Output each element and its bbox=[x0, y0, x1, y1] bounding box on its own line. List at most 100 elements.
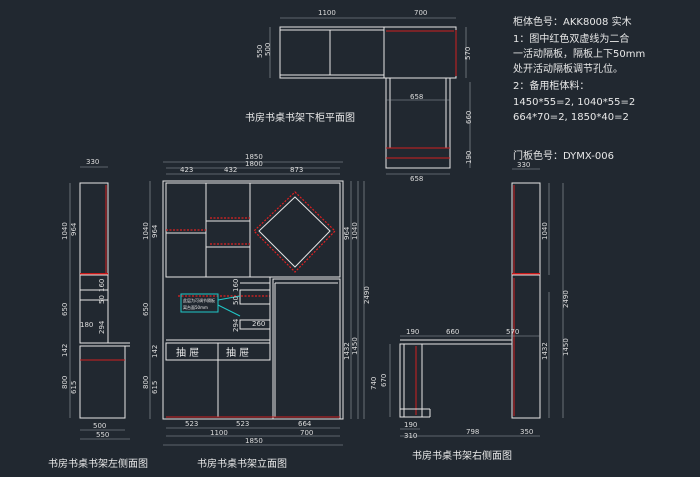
dim-label: 1432 bbox=[343, 342, 351, 360]
dim-label: 1850 bbox=[245, 437, 263, 445]
note-line: 664*70=2, 1850*40=2 bbox=[513, 112, 629, 123]
dim-label: 1850 bbox=[245, 153, 263, 161]
dim-label: 330 bbox=[86, 158, 99, 166]
right-side-view bbox=[389, 168, 564, 437]
dim-label: 964 bbox=[151, 224, 159, 238]
left-lower-body bbox=[79, 345, 126, 419]
front-view-title: 书房书桌书架立面图 bbox=[197, 457, 287, 470]
plan-right-cabinet bbox=[383, 26, 457, 79]
dim-label: 2490 bbox=[363, 286, 371, 304]
dim-label: 180 bbox=[80, 321, 93, 329]
note-line: 一活动隔板，隔板上下50mm bbox=[513, 47, 645, 60]
diamond-decor bbox=[258, 196, 331, 268]
plan-lower-cabinet bbox=[385, 77, 451, 169]
dim-label: 1040 bbox=[541, 222, 549, 240]
dim-label: 570 bbox=[506, 328, 519, 336]
dim-label: 658 bbox=[410, 175, 423, 183]
dim-label: 964 bbox=[70, 222, 78, 236]
tall-cabinet bbox=[272, 278, 341, 420]
notes-block: 柜体色号：AKK8008 实木 1：图中红色双虚线为二合 一活动隔板，隔板上下5… bbox=[513, 15, 645, 162]
dim-label: 660 bbox=[446, 328, 459, 336]
dim-label: 1100 bbox=[318, 9, 336, 17]
dim-label: 964 bbox=[343, 226, 351, 240]
dim-label: 500 bbox=[93, 422, 106, 430]
dim-label: 615 bbox=[151, 381, 159, 394]
front-outline bbox=[162, 180, 344, 420]
plan-title: 书房书桌书架下柜平面图 bbox=[245, 111, 355, 124]
dim-label: 550 bbox=[256, 45, 264, 58]
dim-label: 658 bbox=[410, 93, 423, 101]
dim-label: 800 bbox=[61, 376, 69, 389]
callout-text: 此层为可调节隔板 bbox=[183, 297, 215, 303]
dim-label: 1040 bbox=[142, 222, 150, 240]
dim-label: 142 bbox=[61, 344, 69, 357]
dim-label: 700 bbox=[414, 9, 427, 17]
diamond-decor bbox=[253, 191, 336, 273]
note-line: 2：备用柜体料： bbox=[513, 79, 589, 92]
small-drawer bbox=[239, 319, 271, 330]
dim-label: 800 bbox=[142, 376, 150, 389]
dim-label: 523 bbox=[185, 420, 198, 428]
dim-label: 190 bbox=[465, 151, 473, 164]
dim-label: 50 bbox=[232, 296, 240, 305]
dim-label: 1040 bbox=[61, 222, 69, 240]
plan-view bbox=[269, 17, 471, 175]
dim-label: 330 bbox=[517, 161, 530, 169]
desk-leg bbox=[399, 343, 423, 418]
dim-label: 1450 bbox=[562, 338, 570, 356]
left-view-title: 书房书桌书架左侧面图 bbox=[48, 457, 148, 470]
dim-label: 310 bbox=[404, 432, 417, 440]
dim-label: 615 bbox=[70, 381, 78, 394]
dim-label: 1100 bbox=[210, 429, 228, 437]
small-drawer bbox=[239, 289, 271, 305]
dim-label: 294 bbox=[98, 320, 106, 334]
dim-label: 1040 bbox=[351, 222, 359, 240]
note-line: 1：图中红色双虚线为二合 bbox=[513, 32, 629, 45]
right-red-strip bbox=[512, 273, 540, 275]
callout-leader bbox=[217, 295, 241, 301]
callout-text: 离台面50mm bbox=[183, 304, 208, 310]
dim-label: 50 bbox=[98, 295, 106, 304]
callout-box bbox=[180, 293, 219, 313]
dim-label: 740 bbox=[370, 377, 378, 390]
dim-label: 873 bbox=[290, 166, 303, 174]
drawer-label: 抽 屉 bbox=[176, 346, 199, 359]
dim-label: 570 bbox=[464, 47, 472, 60]
dim-label: 664 bbox=[298, 420, 312, 428]
plan-upper-cabinet bbox=[279, 26, 385, 79]
dim-label: 432 bbox=[224, 166, 237, 174]
dim-label: 142 bbox=[151, 345, 159, 358]
dim-label: 1450 bbox=[351, 337, 359, 355]
dim-label: 190 bbox=[406, 328, 419, 336]
left-red-strip bbox=[80, 273, 108, 275]
dim-label: 2490 bbox=[562, 290, 570, 308]
left-upper-body bbox=[79, 182, 109, 276]
front-elevation bbox=[149, 161, 365, 446]
dim-label: 160 bbox=[232, 279, 240, 292]
dim-label: 190 bbox=[404, 421, 417, 429]
door-color-note: 门板色号：DYMX-006 bbox=[513, 149, 614, 162]
dim-label: 1432 bbox=[541, 342, 549, 360]
note-line: 处开活动隔板调节孔位。 bbox=[513, 62, 623, 75]
dim-label: 650 bbox=[142, 303, 150, 316]
dim-label: 294 bbox=[232, 318, 240, 332]
dim-label: 260 bbox=[252, 320, 265, 328]
drawer-label: 抽 屉 bbox=[226, 346, 249, 359]
dim-label: 523 bbox=[236, 420, 249, 428]
note-line: 1450*55=2, 1040*55=2 bbox=[513, 97, 635, 108]
dim-label: 798 bbox=[466, 428, 479, 436]
right-lower-body bbox=[511, 274, 541, 419]
right-upper-body bbox=[511, 182, 541, 276]
dim-label: 423 bbox=[180, 166, 193, 174]
dim-label: 700 bbox=[300, 429, 313, 437]
callout-leader bbox=[217, 304, 241, 317]
dim-label: 550 bbox=[96, 431, 109, 439]
dim-label: 670 bbox=[380, 374, 388, 387]
left-side-view bbox=[69, 166, 130, 440]
dim-label: 350 bbox=[520, 428, 533, 436]
dim-label: 650 bbox=[61, 303, 69, 316]
right-view-title: 书房书桌书架右侧面图 bbox=[412, 449, 512, 462]
dim-label: 500 bbox=[264, 43, 272, 56]
